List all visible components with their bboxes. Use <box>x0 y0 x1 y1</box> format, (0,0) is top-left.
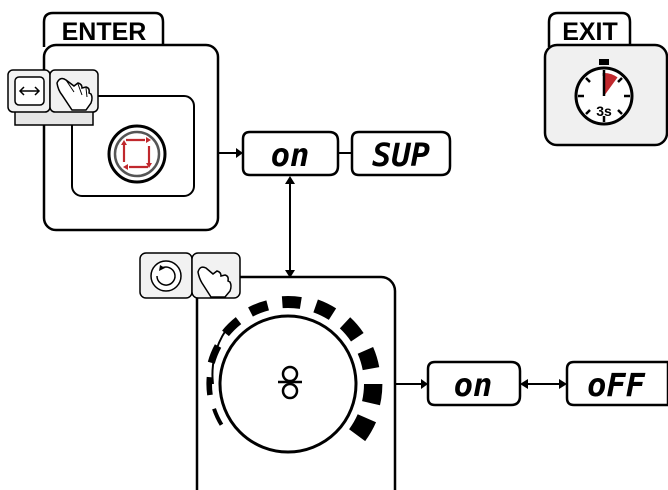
display-option-a: on <box>426 360 522 407</box>
double-arrow-horizontal <box>520 379 567 389</box>
display-enter-param: SUP <box>350 130 452 177</box>
rotary-panel <box>139 252 397 490</box>
dial-scale-segment <box>212 408 224 426</box>
dial-scale-segment <box>248 300 269 317</box>
display-enter-param-text: SUP <box>372 136 430 174</box>
display-enter-value-text: on <box>271 136 310 174</box>
wire-feed-spool-icon <box>278 365 302 400</box>
dial-scale-segment <box>313 299 337 320</box>
exit-panel: EXIT 3s <box>543 11 668 147</box>
arrow-dial-to-on <box>395 379 428 389</box>
display-enter-value: on <box>241 130 340 177</box>
dial-scale-segment <box>339 317 364 342</box>
dial-scale-arc <box>211 329 227 385</box>
exit-label: EXIT <box>562 18 618 46</box>
timer-text: 3s <box>596 103 612 119</box>
rotary-knob-with-hand-icon <box>139 252 241 299</box>
arrow-enter-to-on <box>218 148 243 158</box>
enter-tab <box>42 11 165 47</box>
dial-scale-segment <box>349 414 377 442</box>
press-button-with-hand-icon <box>7 69 99 126</box>
dial-scale-segment <box>357 346 380 371</box>
dial-scale-segment <box>281 296 302 309</box>
dial-scale-segment <box>222 317 242 337</box>
dial-scale-segment <box>362 384 383 406</box>
display-option-b-text: oFF <box>587 366 646 404</box>
exit-tab <box>547 11 632 47</box>
cycle-arrows-icon[interactable] <box>107 124 167 184</box>
double-arrow-vertical <box>285 176 295 278</box>
enter-panel: ENTER <box>7 11 220 232</box>
display-option-a-text: on <box>454 366 493 404</box>
stopwatch-3s-icon: 3s <box>574 59 634 126</box>
dial-scale-segment <box>206 376 213 396</box>
enter-label: ENTER <box>62 18 147 46</box>
timer-progress-wedge <box>604 73 618 96</box>
display-option-b: oFF <box>565 360 668 407</box>
